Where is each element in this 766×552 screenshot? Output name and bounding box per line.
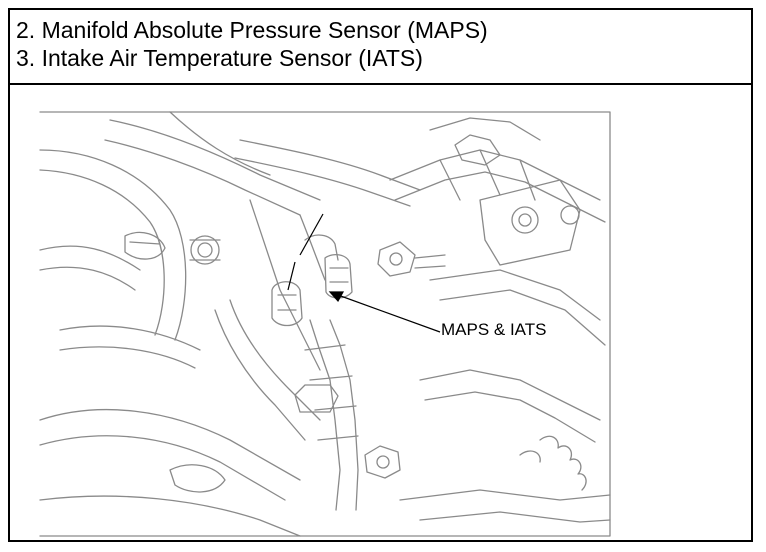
caption-line-iats: 3. Intake Air Temperature Sensor (IATS) [16,45,423,71]
caption-line-maps: 2. Manifold Absolute Pressure Sensor (MA… [16,17,488,43]
caption-block: 2. Manifold Absolute Pressure Sensor (MA… [10,10,751,85]
maps-iats-callout-label: MAPS & IATS [441,320,547,339]
figure-frame: 2. Manifold Absolute Pressure Sensor (MA… [8,8,753,542]
callout-arrow [287,213,441,333]
